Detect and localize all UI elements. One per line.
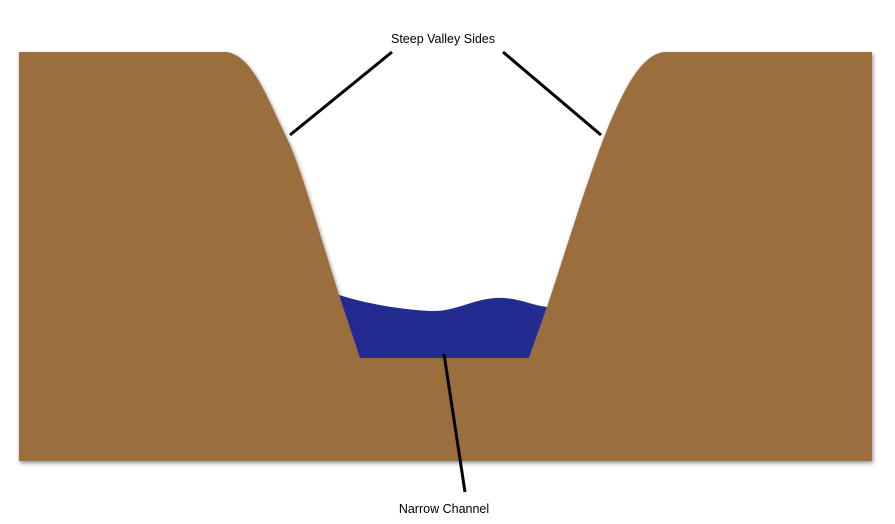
- pointer-line-right-side: [502, 50, 602, 137]
- pointer-line-channel: [442, 353, 467, 493]
- label-steep-valley-sides: Steep Valley Sides: [391, 32, 495, 46]
- river-water: [339, 295, 547, 358]
- pointer-line-left-side: [289, 50, 393, 137]
- valley-ground: [19, 52, 872, 461]
- label-narrow-channel: Narrow Channel: [399, 502, 489, 516]
